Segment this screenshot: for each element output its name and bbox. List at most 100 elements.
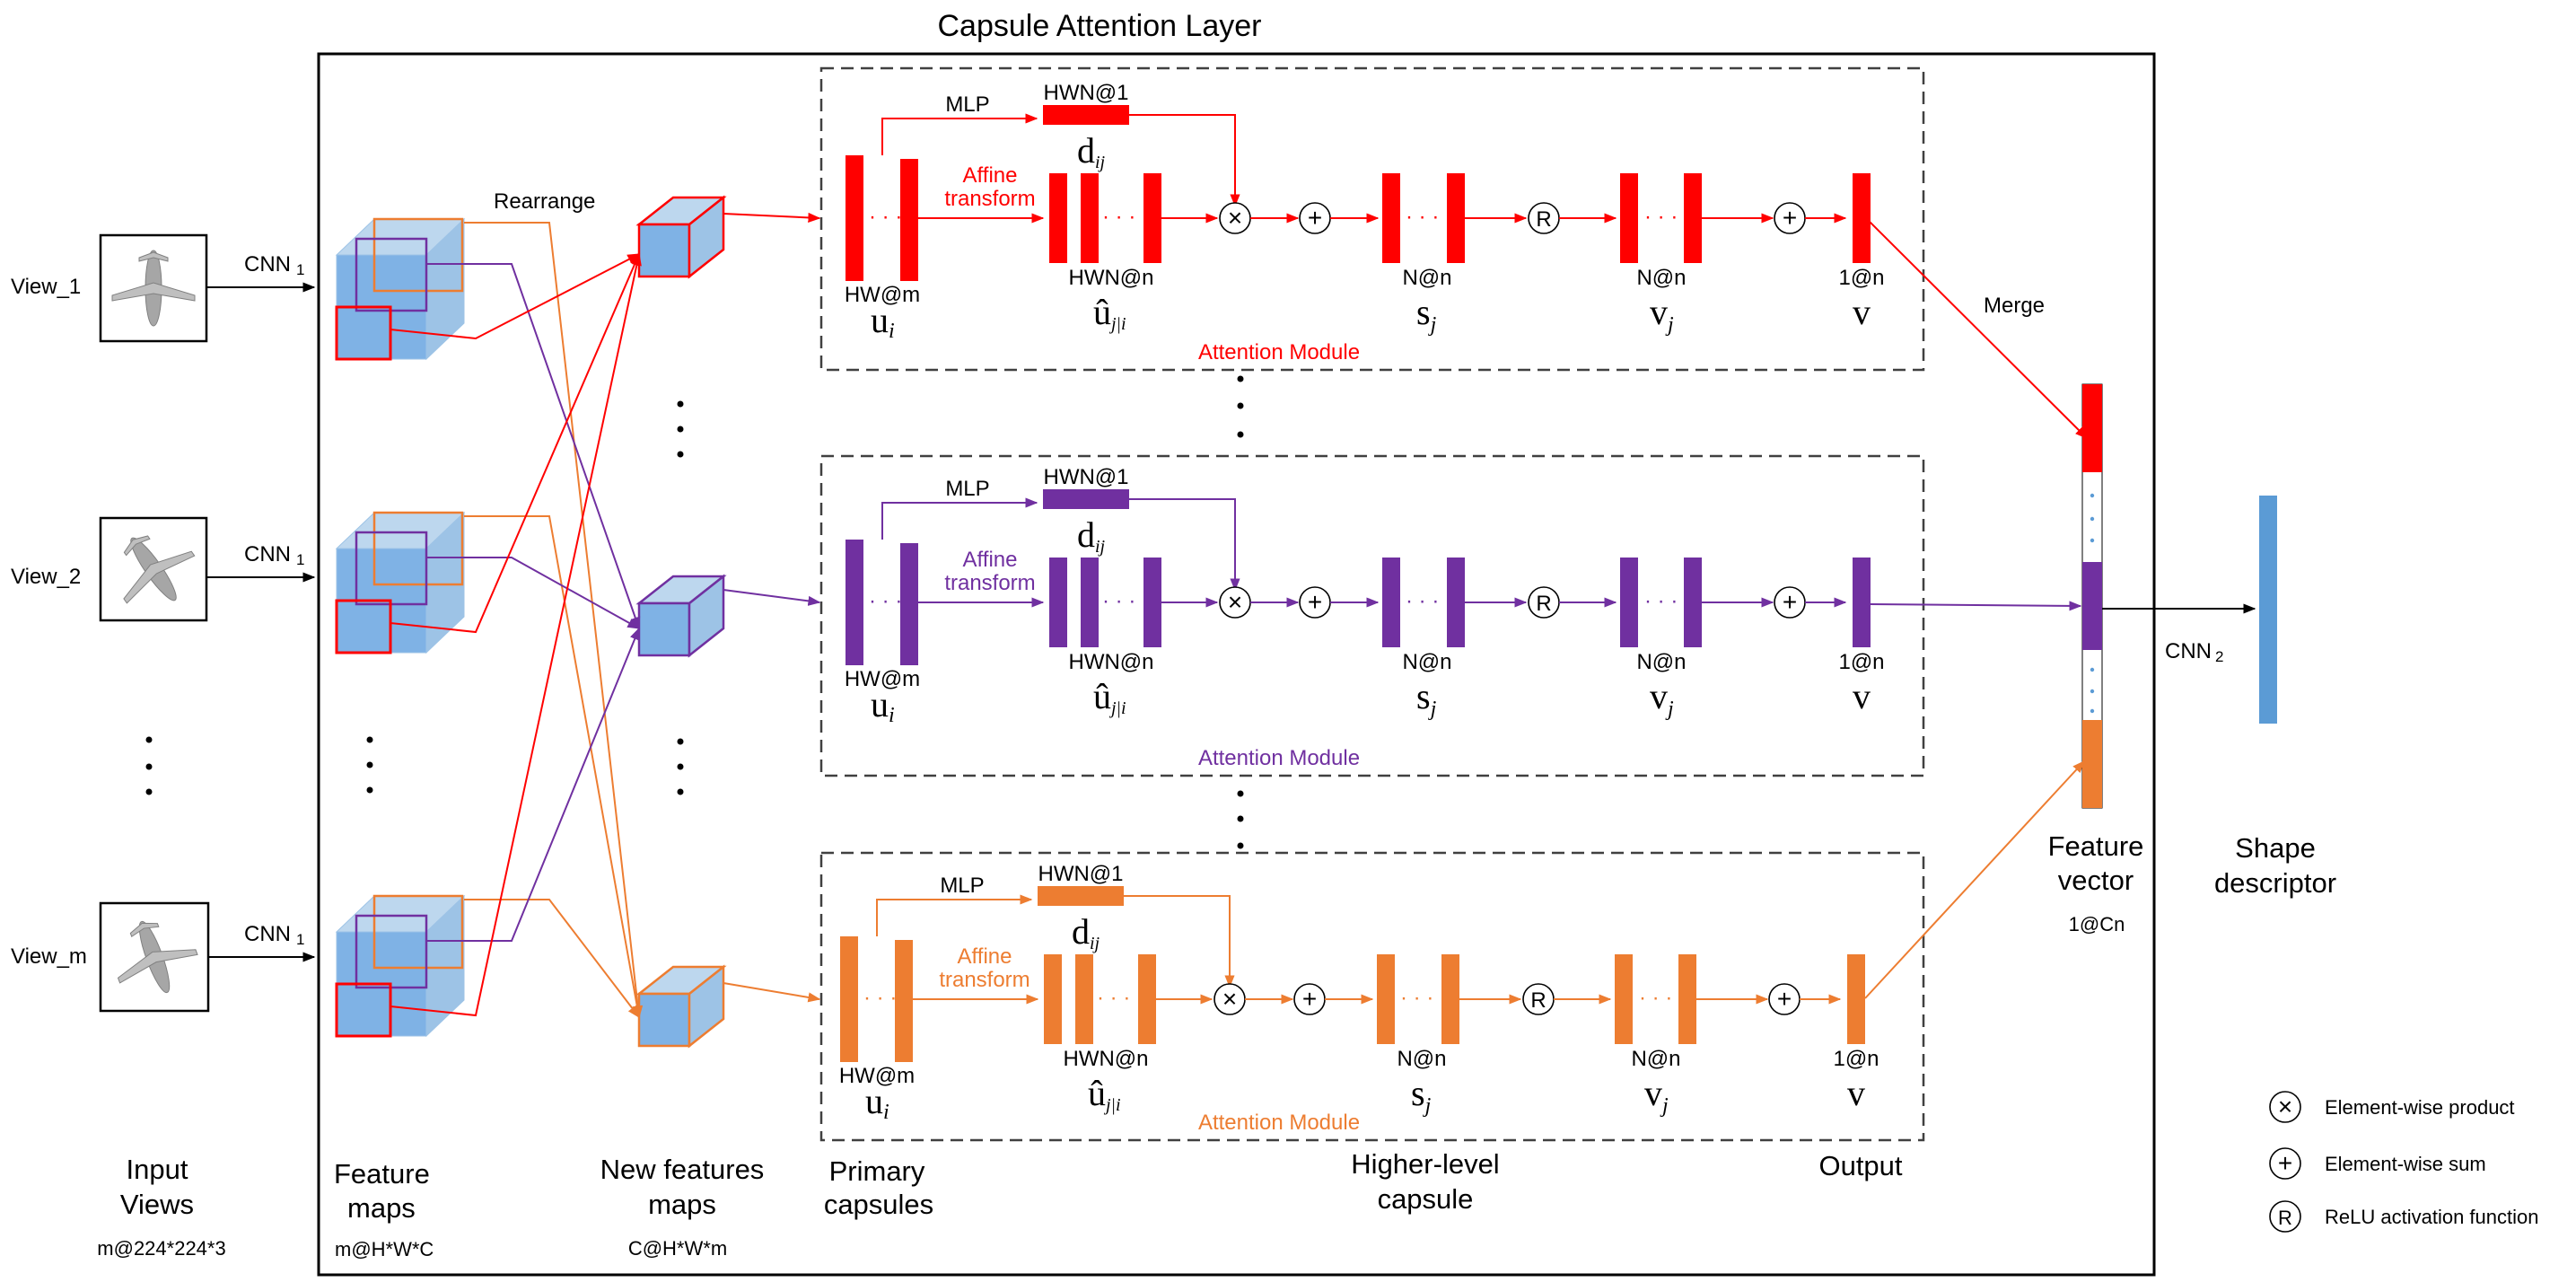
nn-label-s: N@n — [1397, 1047, 1446, 1071]
uhat-bar — [1081, 558, 1099, 647]
mlp-arrow — [881, 497, 1038, 540]
sj-bar — [1441, 954, 1459, 1044]
rearrange-connections — [390, 222, 644, 1019]
diagram-title: Capsule Attention Layer — [937, 9, 1261, 43]
new-cube-side — [688, 964, 725, 1049]
mlp-arrow — [881, 113, 1038, 155]
airplane-tail — [123, 535, 151, 557]
cnn1-sub: 1 — [296, 261, 304, 278]
new-feature-cube-1 — [635, 195, 727, 279]
transform-label: transform — [944, 187, 1035, 211]
feature-map-cube-1 — [335, 217, 466, 361]
airplane-wing — [117, 949, 198, 984]
feature-vector-red-segment — [2082, 384, 2102, 472]
feature-maps-group — [335, 195, 727, 1049]
uhat-sub: j|i — [1108, 314, 1126, 334]
higher-capsule-label-2: capsule — [1378, 1183, 1474, 1215]
dot — [366, 761, 373, 768]
feature-vector-dot — [2090, 538, 2095, 543]
uhat-bar — [1049, 558, 1067, 647]
merge-orange-arrow — [1864, 760, 2085, 999]
s-sub: j — [1423, 1094, 1432, 1118]
new-cube-front — [637, 223, 691, 278]
shape-descriptor-bar — [2259, 496, 2277, 724]
cnn1-text: CNN — [244, 922, 291, 946]
dot — [1237, 402, 1244, 409]
uhat-bar — [1081, 173, 1099, 263]
vj-symbol: vj — [1650, 676, 1674, 721]
final-sum-op-symbol: + — [1777, 985, 1792, 1013]
cube-side-face — [425, 217, 465, 361]
s-main: s — [1411, 1073, 1425, 1113]
dot — [1237, 790, 1244, 797]
u-sub: i — [883, 1101, 889, 1124]
ellipsis: · · · — [1644, 589, 1678, 613]
legend-symbol-circle — [2269, 1200, 2301, 1233]
relu-symbol: R — [1536, 592, 1551, 616]
sj-bar — [1447, 173, 1465, 263]
hwn1-label: HWN@1 — [1038, 862, 1123, 886]
v-output-symbol: v — [1853, 676, 1871, 716]
mlp-arrow — [876, 894, 1033, 936]
v-output-symbol: v — [1853, 292, 1871, 332]
primary-capsules-label-2: capsules — [824, 1189, 933, 1220]
vj-bar — [1678, 954, 1696, 1044]
purple-rearrange-line — [426, 557, 641, 629]
feature-vector-dot — [2090, 667, 2095, 672]
product-op: × — [1219, 202, 1251, 234]
cnn1-sub: 1 — [296, 931, 304, 948]
dot — [677, 738, 684, 745]
d-main: d — [1077, 514, 1095, 555]
uhat-bar — [1044, 954, 1062, 1044]
dot — [1237, 431, 1244, 438]
product-op-symbol: × — [1222, 985, 1237, 1013]
uhat-bar — [1143, 558, 1161, 647]
red-rearrange-line — [390, 252, 640, 634]
orange-slice — [372, 217, 464, 293]
s-sub: j — [1428, 313, 1437, 337]
hwn-label: HWN@n — [1068, 650, 1153, 674]
final-sum-op-symbol: + — [1783, 204, 1797, 232]
mlp-label: MLP — [945, 92, 989, 117]
red-rearrange-line — [390, 252, 642, 1017]
ellipsis: · · · — [1097, 986, 1130, 1010]
product-op-symbol: × — [1228, 588, 1242, 616]
s-main: s — [1416, 292, 1431, 332]
uhat-main: û — [1088, 1073, 1106, 1113]
feature-vector-dims: 1@Cn — [2069, 913, 2125, 935]
feature-maps-label-1: Feature — [334, 1158, 430, 1190]
u-symbol: ui — [871, 684, 895, 727]
new-cube-front — [637, 601, 691, 657]
red-slice — [335, 599, 392, 654]
one-n-label: 1@n — [1838, 266, 1884, 290]
module-dashed-box — [819, 851, 1925, 1142]
legend-label: ReLU activation function — [2325, 1206, 2538, 1228]
s-main: s — [1416, 676, 1431, 716]
vj-main: v — [1650, 292, 1668, 332]
dot — [677, 451, 684, 458]
hwn-label: HWN@n — [1068, 266, 1153, 290]
cube-side-face — [425, 511, 465, 654]
primary-capsules-label-1: Primary — [829, 1155, 925, 1187]
legend-symbol-circle — [2269, 1091, 2301, 1123]
sj-bar — [1382, 558, 1400, 647]
transform-label: transform — [939, 968, 1030, 992]
vj-bar — [1684, 173, 1702, 263]
feature-vector-label-2: vector — [2058, 865, 2134, 896]
feature-vector-dot — [2090, 516, 2095, 522]
ellipsis: · · · — [1406, 205, 1439, 229]
mlp-label: MLP — [945, 477, 989, 501]
uhat-bar — [1049, 173, 1067, 263]
u-main: u — [871, 300, 889, 340]
view-label: View_1 — [11, 275, 81, 299]
uhat-bar — [1143, 173, 1161, 263]
product-op: × — [1219, 586, 1251, 619]
vj-main: v — [1644, 1073, 1662, 1113]
u-symbol: ui — [871, 300, 895, 343]
ellipsis: · · · — [1639, 986, 1672, 1010]
